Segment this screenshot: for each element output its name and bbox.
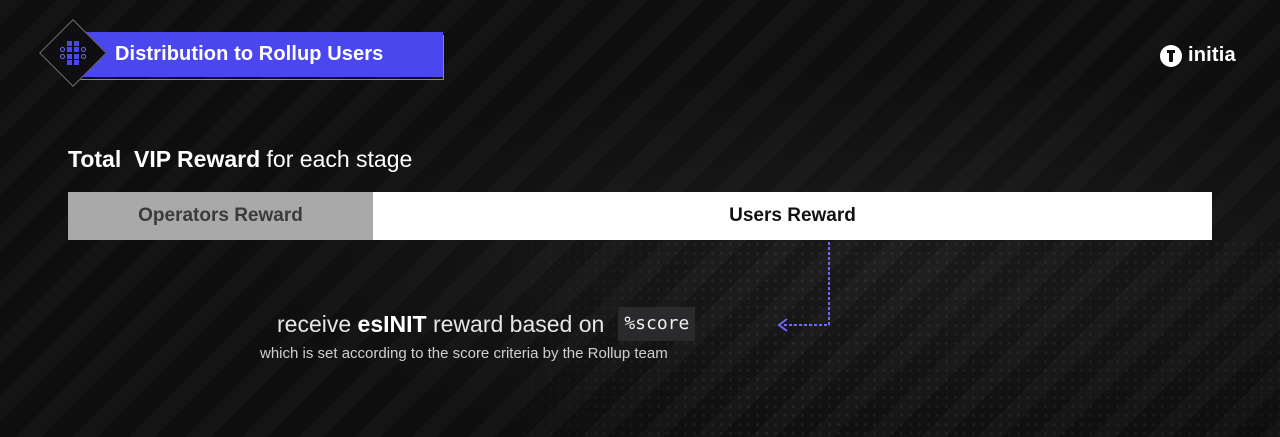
initia-logo: initia bbox=[1160, 44, 1236, 67]
header-badge: Distribution to Rollup Users bbox=[39, 19, 450, 90]
operators-reward-label: Operators Reward bbox=[138, 205, 303, 226]
heading-vip-reward: VIP Reward bbox=[134, 146, 261, 172]
users-reward-segment: Users Reward bbox=[373, 192, 1212, 240]
token-name: esINIT bbox=[357, 310, 427, 337]
operators-reward-segment: Operators Reward bbox=[68, 192, 373, 240]
grid-pattern-icon bbox=[60, 41, 86, 65]
heading-total: Total bbox=[68, 146, 122, 172]
initia-logo-icon bbox=[1160, 44, 1182, 67]
score-code-chip: %score bbox=[618, 307, 696, 341]
callout-prefix: receive bbox=[277, 310, 352, 337]
heading-suffix: for each stage bbox=[266, 146, 413, 172]
section-heading: Total VIP Reward for each stage bbox=[68, 146, 412, 173]
header-title-bar: Distribution to Rollup Users bbox=[73, 32, 443, 77]
score-criteria-note: which is set according to the score crit… bbox=[260, 345, 668, 362]
header-title: Distribution to Rollup Users bbox=[115, 43, 384, 65]
callout-text: receive esINIT reward based on bbox=[277, 311, 604, 338]
users-reward-label: Users Reward bbox=[729, 205, 856, 226]
callout-line: receive esINIT reward based on %score bbox=[277, 306, 696, 342]
logo-text: initia bbox=[1188, 44, 1236, 66]
reward-split-bar: Operators Reward Users Reward bbox=[68, 192, 1212, 240]
callout-suffix: reward based on bbox=[432, 310, 605, 337]
